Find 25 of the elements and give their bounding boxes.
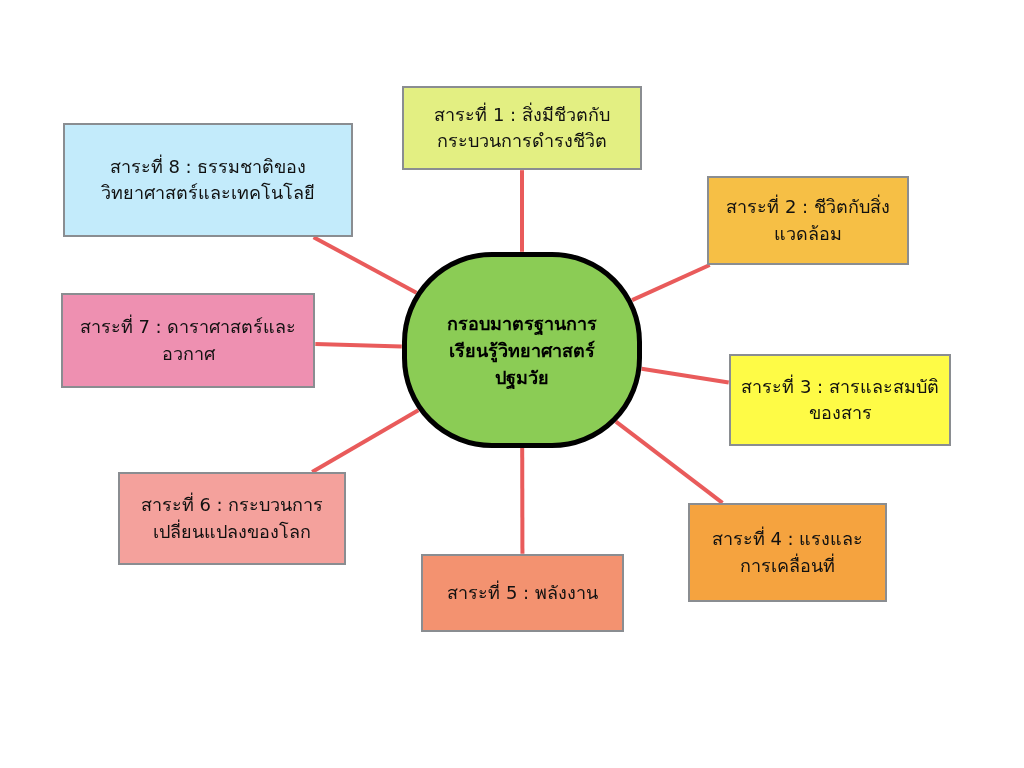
connector-line <box>641 366 729 385</box>
topic-text: สาระที่ 3 : สารและสมบัติของสาร <box>741 373 939 425</box>
connector-line <box>311 408 420 474</box>
connector-line <box>614 420 724 505</box>
topic-text: สาระที่ 6 : กระบวนการเปลี่ยนแปลงของโลก <box>139 492 325 544</box>
connector-line <box>520 448 525 554</box>
topic-box <box>688 503 887 602</box>
topic-box <box>729 354 951 446</box>
topic-box <box>63 123 353 237</box>
connector-line <box>312 235 418 295</box>
topic-box <box>707 176 909 265</box>
topic-box <box>118 472 346 565</box>
connector-line <box>520 170 524 252</box>
topic-text: สาระที่ 2 : ชีวิตกับสิ่งแวดล้อม <box>725 194 891 246</box>
topic-text: สาระที่ 4 : แรงและการเคลื่อนที่ <box>710 526 865 578</box>
topic-box <box>61 293 315 388</box>
connector-line <box>315 342 402 349</box>
topic-text: กรอบมาตรฐานการเรียนรู้วิทยาศาสตร์ปฐมวัย <box>446 311 598 391</box>
topic-text: สาระที่ 7 : ดาราศาสตร์และอวกาศ <box>78 314 298 366</box>
topic-text: สาระที่ 8 : ธรรมชาติของวิทยาศาสตร์และเทคโนโลยี <box>100 153 316 205</box>
topic-box <box>402 86 642 170</box>
connector-line <box>631 263 711 302</box>
topic-box <box>421 554 624 632</box>
topic-text: สาระที่ 5 : พลังงาน <box>447 579 598 605</box>
topic-text: สาระที่ 1 : สิ่งมีชีวตกับกระบวนการดำรงชีวิต <box>433 101 611 153</box>
